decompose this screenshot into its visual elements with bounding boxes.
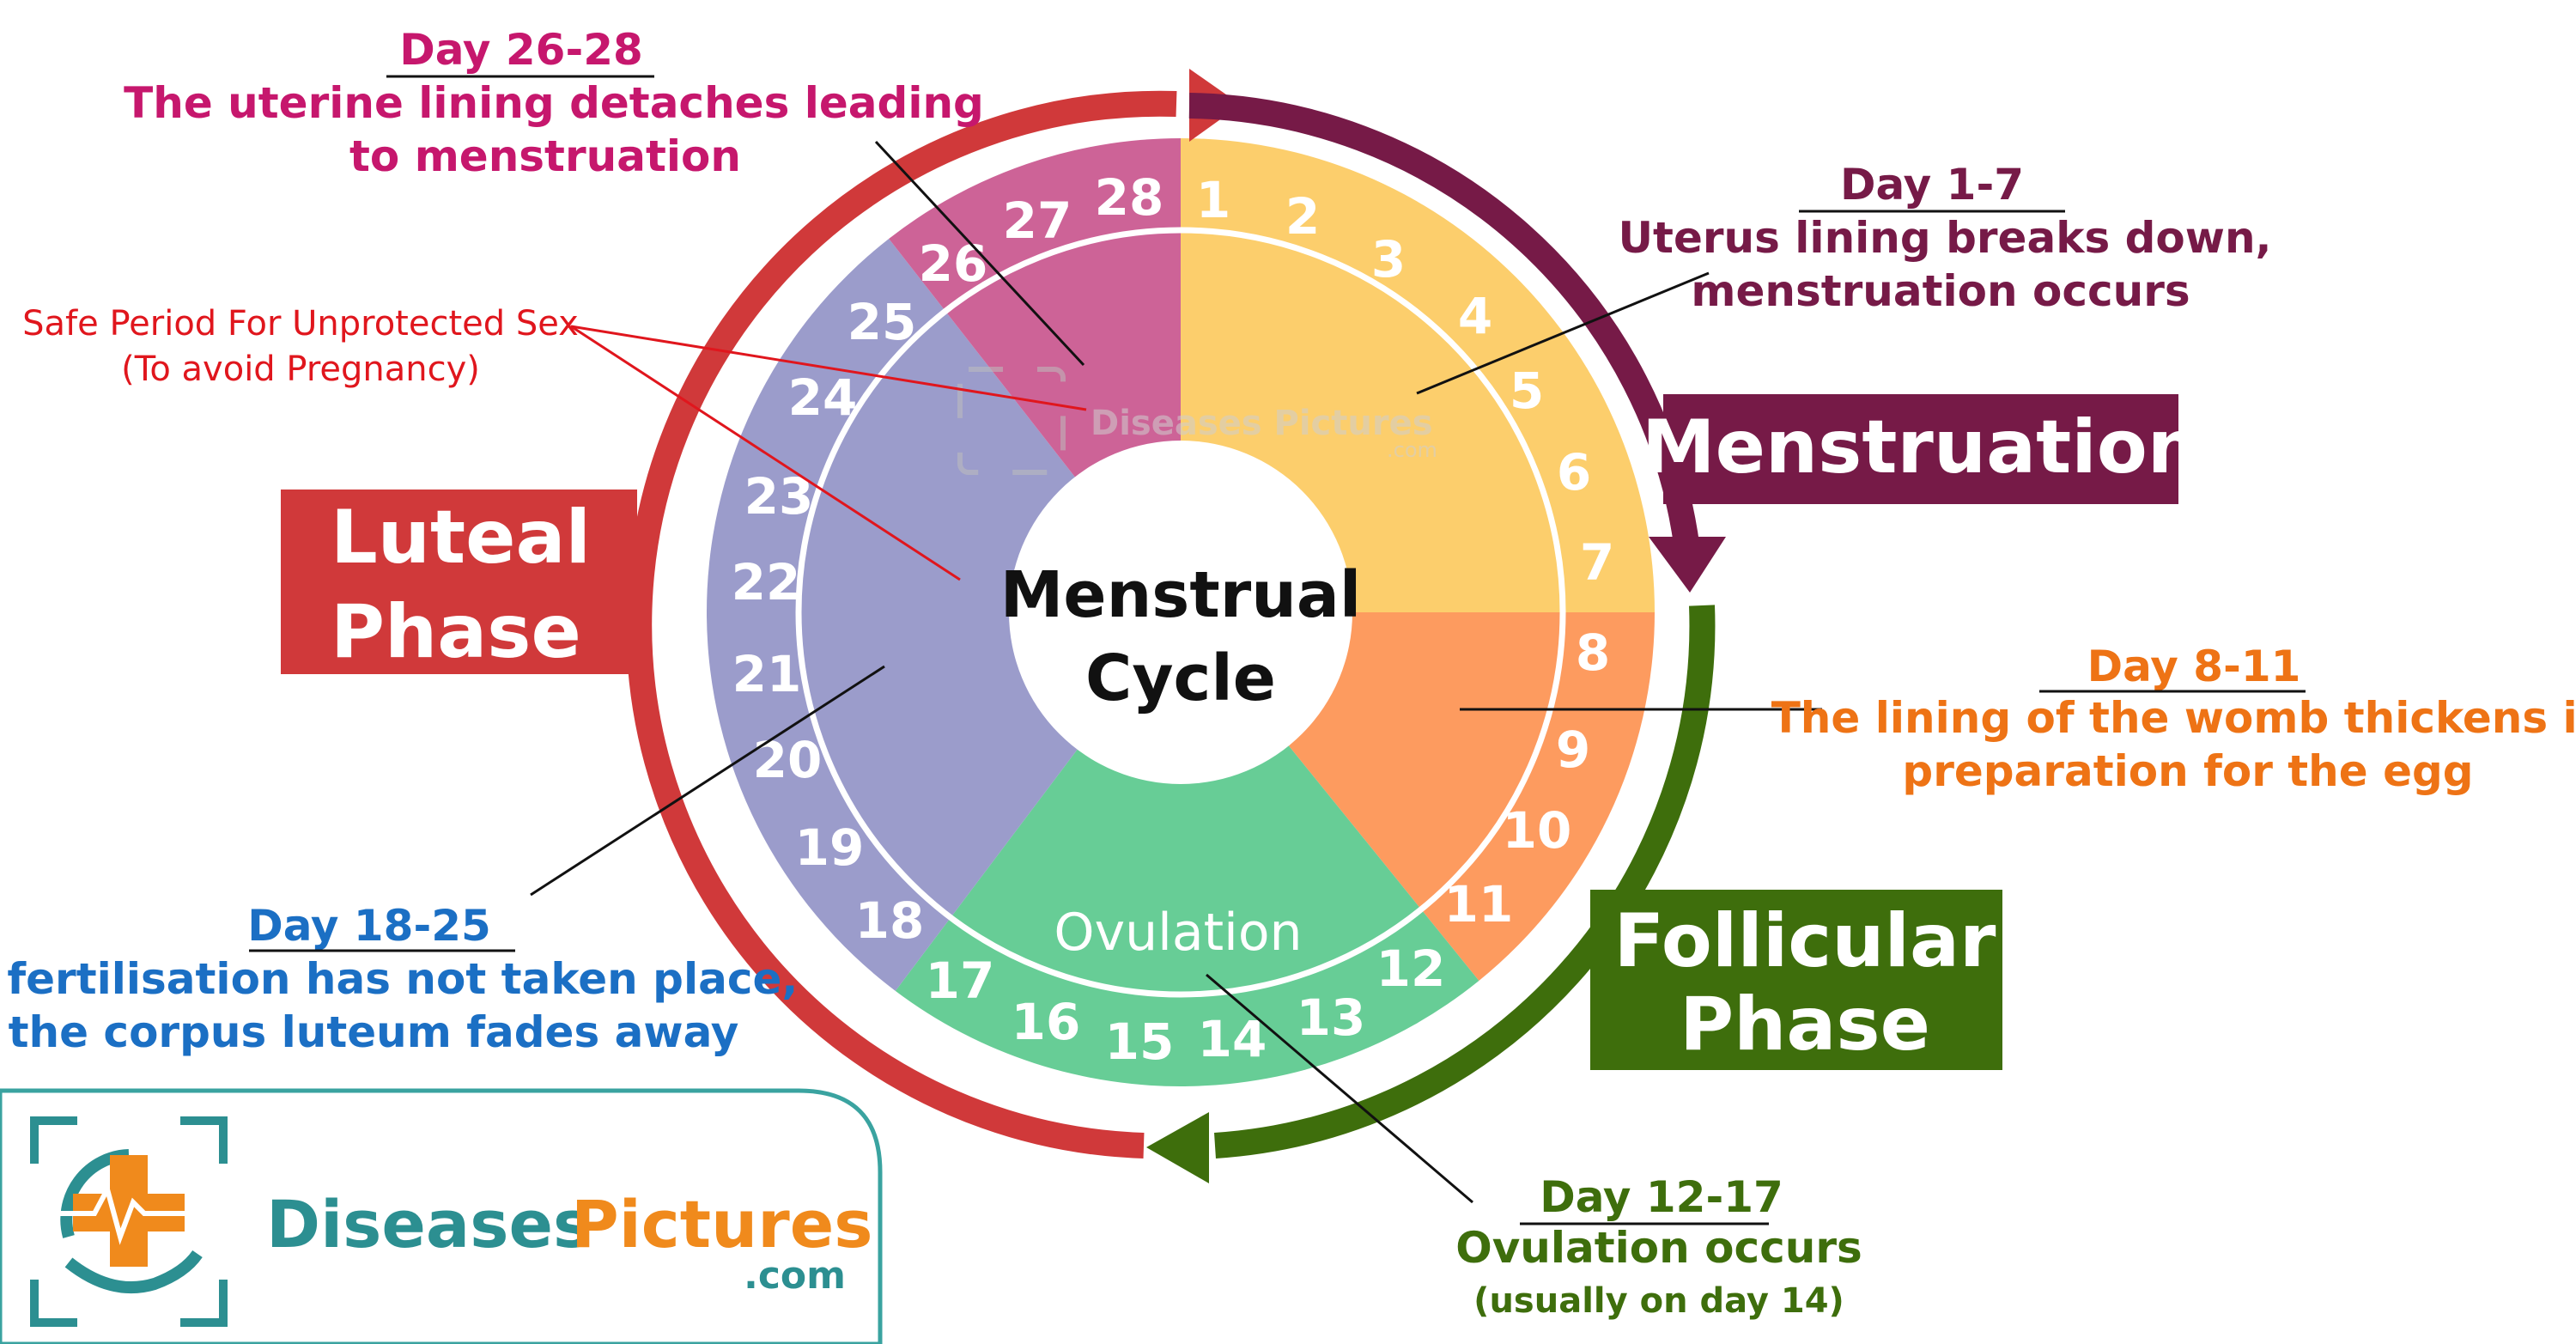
annotation-day-8-11-line1: The lining of the womb thickens in	[1771, 693, 2576, 743]
annotation-day-18-25-heading: Day 18-25	[247, 901, 491, 951]
day-number-5: 5	[1510, 362, 1544, 420]
annotation-day-18-25-line1: If fertilisation has not taken place,	[0, 954, 798, 1004]
follicular-arrowhead	[1146, 1112, 1209, 1183]
follicular-phase-label-line2: Phase	[1680, 982, 1930, 1067]
follicular-phase-label-line1: Follicular	[1614, 898, 1996, 984]
leader-safe-period-2	[570, 325, 961, 581]
day-number-1: 1	[1196, 171, 1230, 229]
day-number-17: 17	[926, 952, 995, 1010]
day-number-11: 11	[1444, 875, 1514, 934]
day-number-25: 25	[848, 293, 917, 351]
leader-lines	[530, 140, 1822, 1204]
day-number-6: 6	[1557, 443, 1591, 502]
day-number-27: 27	[1003, 192, 1072, 250]
center-title-line2: Cycle	[1085, 642, 1276, 715]
inner-ring-line	[795, 227, 1566, 998]
annotation-day-8-11-line2: preparation for the egg	[1902, 746, 2473, 796]
day-number-28: 28	[1095, 168, 1164, 227]
annotation-day-26-28-line2: to menstruation	[349, 131, 741, 181]
luteal-phase-label-line2: Phase	[331, 589, 581, 675]
ovulation-label: Ovulation	[1054, 903, 1302, 963]
follicular-phase-box	[1590, 890, 2002, 1070]
leader-day-12-17	[1206, 973, 1473, 1204]
annotation-day-18-25-line2: the corpus luteum fades away	[9, 1007, 739, 1057]
leader-day-1-7	[1416, 271, 1710, 395]
day-number-2: 2	[1285, 187, 1320, 246]
annotation-day-1-7-heading: Day 1-7	[1840, 160, 2024, 210]
logo-icon	[30, 1116, 228, 1327]
segment-luteal	[706, 239, 1181, 991]
center-title-line1: Menstrual	[1000, 558, 1361, 632]
day-number-21: 21	[732, 645, 802, 703]
annotation-day-1-7: Day 1-7 Uterus lining breaks down, menst…	[1618, 160, 2271, 316]
annotation-day-12-17: Day 12-17 Ovulation occurs (usually on d…	[1455, 1172, 1862, 1321]
luteal-phase-box	[281, 490, 637, 674]
day-number-22: 22	[732, 553, 801, 611]
day-number-3: 3	[1371, 230, 1406, 289]
follicular-arrow-arc	[1214, 605, 1716, 1159]
leader-day-18-25	[530, 665, 885, 897]
annotation-day-18-25: Day 18-25 If fertilisation has not taken…	[0, 901, 798, 1057]
day-number-16: 16	[1012, 993, 1081, 1051]
annotation-day-8-11-heading: Day 8-11	[2087, 642, 2301, 691]
annotation-day-26-28-heading: Day 26-28	[399, 25, 643, 75]
annotation-day-1-7-line1: Uterus lining breaks down,	[1618, 213, 2271, 263]
day-number-18: 18	[855, 891, 925, 950]
day-number-20: 20	[753, 731, 823, 789]
annotation-day-1-7-line2: menstruation occurs	[1691, 266, 2190, 316]
watermark-sub: .com	[1387, 438, 1437, 462]
day-number-13: 13	[1297, 988, 1366, 1047]
watermark: Diseases Pictures .com	[957, 367, 1437, 475]
day-number-12: 12	[1376, 940, 1446, 998]
day-number-23: 23	[744, 467, 814, 526]
annotation-day-12-17-line2: (usually on day 14)	[1473, 1281, 1844, 1321]
annotation-day-12-17-line1: Ovulation occurs	[1455, 1223, 1862, 1273]
logo-word-diseases: Diseases	[266, 1186, 592, 1262]
annotation-day-12-17-heading: Day 12-17	[1540, 1172, 1783, 1222]
day-number-9: 9	[1556, 721, 1590, 779]
day-number-14: 14	[1198, 1010, 1267, 1068]
day-number-8: 8	[1576, 623, 1610, 682]
leader-safe-period-1	[570, 325, 1087, 411]
annotation-safe-period-line2: (To avoid Pregnancy)	[121, 350, 480, 389]
day-number-19: 19	[795, 818, 865, 877]
annotation-day-26-28-line1: The uterine lining detaches leading	[124, 78, 984, 128]
day-number-10: 10	[1503, 801, 1572, 860]
annotation-safe-period-line1: Safe Period For Unprotected Sex	[22, 304, 579, 344]
day-number-4: 4	[1458, 287, 1492, 345]
logo-word-pictures: Pictures	[571, 1186, 873, 1262]
watermark-text: Diseases Pictures	[1091, 404, 1433, 443]
day-number-7: 7	[1580, 533, 1614, 592]
site-logo: Diseases Pictures .com	[0, 1088, 883, 1344]
logo-suffix: .com	[744, 1254, 846, 1298]
annotation-day-8-11: Day 8-11 The lining of the womb thickens…	[1771, 642, 2576, 796]
annotation-day-26-28: Day 26-28 The uterine lining detaches le…	[124, 25, 984, 181]
menstruation-phase-box	[1663, 394, 2178, 504]
leader-day-26-28	[874, 140, 1085, 367]
day-number-15: 15	[1105, 1013, 1175, 1071]
menstruation-arrow-arc	[1188, 93, 1700, 551]
menstruation-phase-label: Menstruation	[1642, 404, 2200, 490]
center-circle	[1009, 441, 1352, 784]
day-number-24: 24	[788, 368, 858, 427]
day-number-26: 26	[919, 234, 988, 293]
luteal-phase-label-line1: Luteal	[331, 495, 591, 581]
menstruation-arrowhead	[1649, 537, 1726, 593]
annotation-safe-period: Safe Period For Unprotected Sex (To avoi…	[22, 304, 579, 389]
luteal-arrow-arc	[626, 90, 1177, 1159]
